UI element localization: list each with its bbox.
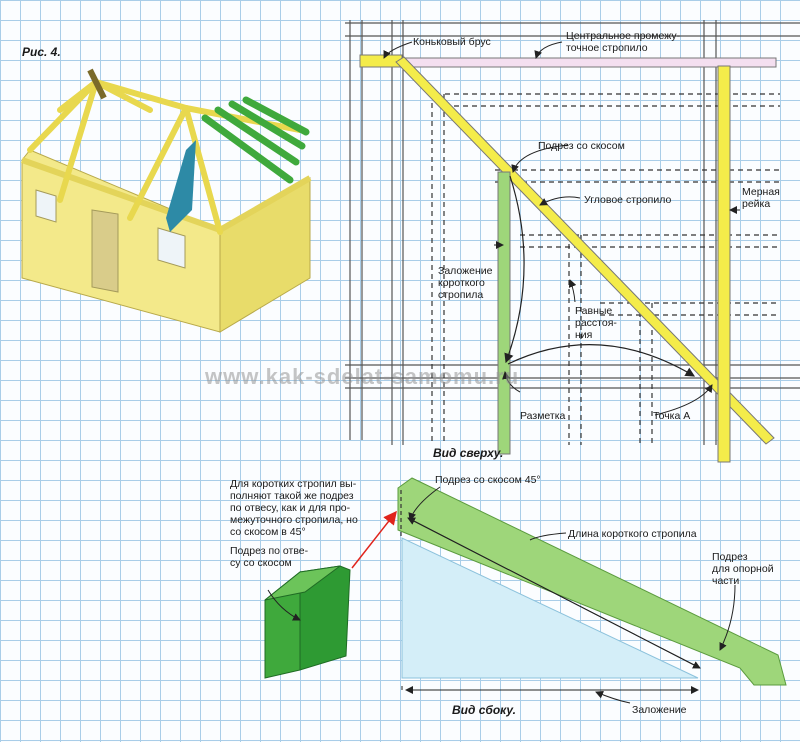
label-short-run: Заложение короткого стропила [438,265,493,301]
label-central-rafter: Центральное промежу- точное стропило [566,30,681,54]
label-marking: Разметка [520,410,566,422]
house-illustration [21,68,312,333]
label-hip-rafter: Угловое стропило [584,194,672,206]
label-equal-distances: Равные расстоя- ния [575,305,617,341]
label-bevel-45: Подрез со скосом 45° [435,474,541,486]
label-measuring-rod: Мерная рейка [742,186,780,210]
label-plumb-cut: Подрез по отве- су со скосом [230,545,309,569]
figure-label: Рис. 4. [22,45,61,59]
label-point-a: Точка А [653,410,691,422]
top-view-title: Вид сверху. [433,446,504,460]
label-bevel-cut: Подрез со скосом [538,140,625,152]
watermark: www.kak-sdelat-samomu.ru [205,364,520,389]
side-note: Для коротких стропил вы- полняют такой ж… [230,478,358,538]
label-seat-cut: Подрез для опорной части [712,551,774,587]
label-ridge: Коньковый брус [413,36,491,48]
top-view-drawing [345,20,800,463]
label-short-length: Длина короткого стропила [568,528,697,540]
label-run: Заложение [632,704,687,716]
side-view-title: Вид сбоку. [452,703,516,717]
side-view-drawing [264,477,787,704]
